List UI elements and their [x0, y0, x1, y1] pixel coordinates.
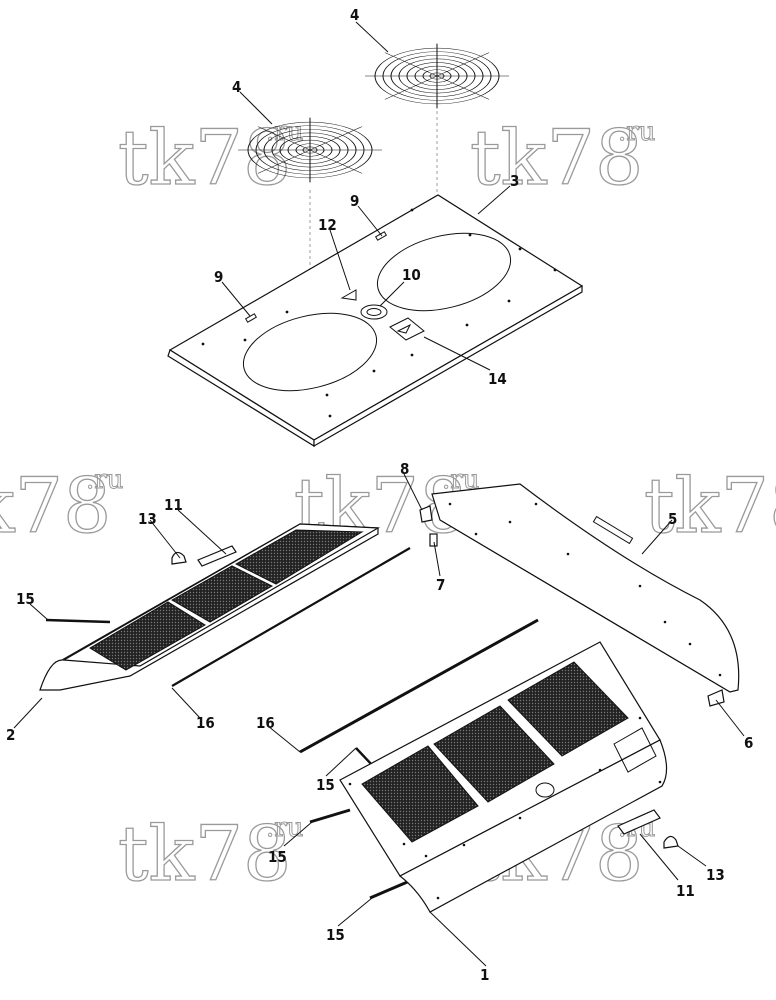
clip-right: [663, 835, 679, 849]
main-top-cover: [339, 641, 668, 913]
callout-9-top: 9: [350, 192, 359, 210]
watermark-2-sup: .ru: [618, 117, 655, 147]
callout-9-left: 9: [214, 268, 223, 286]
callout-6: 6: [744, 734, 753, 752]
callout-12: 12: [318, 216, 337, 234]
seal-strip-left: [171, 547, 411, 687]
right-side-panel: [431, 483, 740, 693]
watermark-3-sup: .ru: [86, 465, 123, 495]
callout-15-left: 15: [16, 590, 35, 608]
watermark-6-sup: .ru: [266, 813, 303, 843]
callout-11-left: 11: [164, 496, 183, 514]
callout-14: 14: [488, 370, 507, 388]
clip-left: [171, 551, 187, 565]
callout-1: 1: [480, 966, 489, 984]
callout-3: 3: [510, 172, 519, 190]
watermark-2: tk78: [470, 113, 643, 202]
fan-guard-right: [365, 43, 509, 109]
seal-strip-right: [299, 618, 539, 754]
label-plate-left: [197, 545, 237, 567]
watermark-6: tk78: [118, 809, 291, 898]
label-plate-right: [617, 809, 661, 835]
callout-16-right: 16: [256, 714, 275, 732]
callout-2: 2: [6, 726, 15, 744]
strip-15-left: [45, 618, 111, 624]
callouts: 4 4 3 9 12 9 10 14 8 7 5 6 13 11 15 2 16…: [6, 6, 753, 984]
fan-guard-left: [238, 117, 382, 183]
callout-15-lower: 15: [268, 848, 287, 866]
callout-4-top: 4: [350, 6, 359, 24]
callout-15-center: 15: [316, 776, 335, 794]
strip-15-lower-2: [369, 878, 413, 900]
callout-13-right: 13: [706, 866, 725, 884]
bolt-7: [429, 533, 438, 547]
leader-lines: [13, 21, 745, 967]
watermark-3: tk78: [0, 461, 111, 550]
callout-16-left: 16: [196, 714, 215, 732]
left-side-panel: [39, 523, 381, 691]
watermark-1: tk78: [118, 113, 291, 202]
hinge-8: [419, 505, 433, 523]
watermark-5: tk78: [644, 461, 776, 550]
hinge-6: [707, 689, 725, 707]
base-plate: [167, 194, 584, 448]
callout-13-left: 13: [138, 510, 157, 528]
callout-10: 10: [402, 266, 421, 284]
callout-8: 8: [400, 460, 409, 478]
callout-4-left: 4: [232, 78, 241, 96]
callout-15-bottom: 15: [326, 926, 345, 944]
strip-15-lower-1: [309, 808, 351, 824]
callout-11-right: 11: [676, 882, 695, 900]
callout-5: 5: [668, 510, 677, 528]
callout-7: 7: [436, 576, 445, 594]
